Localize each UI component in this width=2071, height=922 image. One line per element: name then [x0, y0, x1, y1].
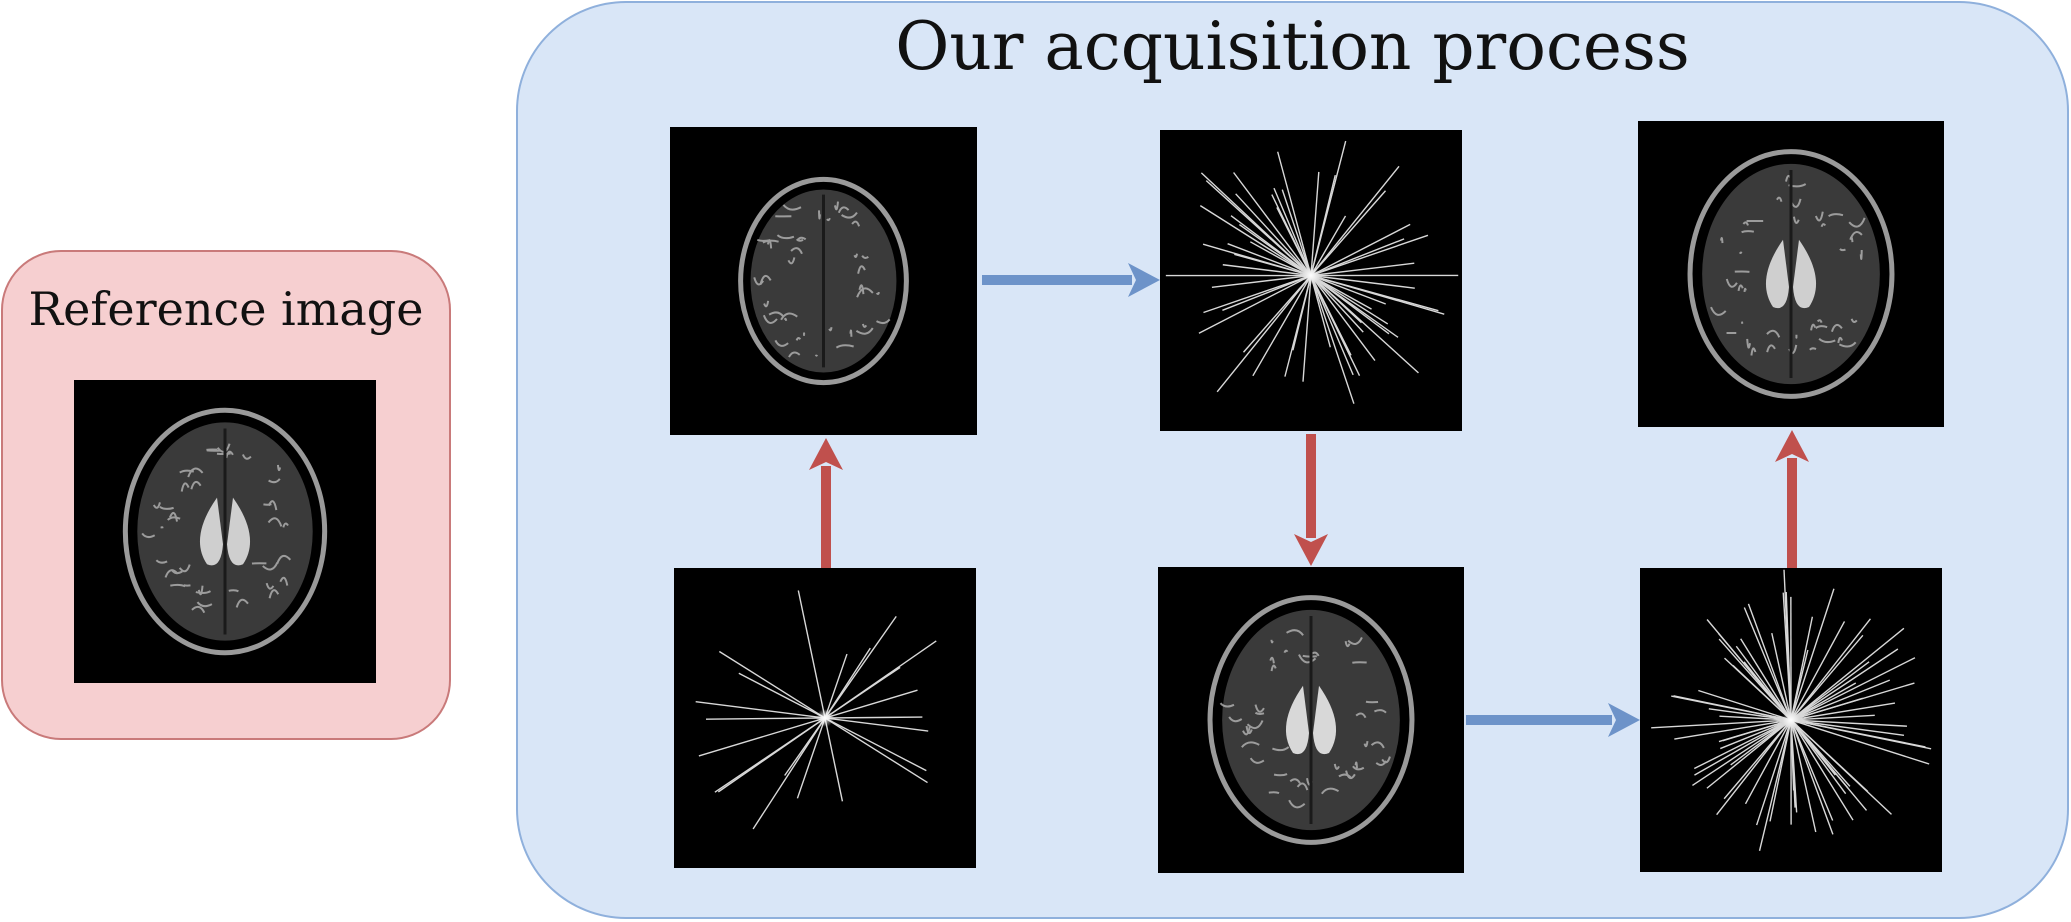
arrow-head — [1128, 263, 1160, 297]
arrow-head — [1608, 703, 1640, 737]
right-ventricle — [1313, 685, 1337, 755]
kspace-center — [1782, 711, 1800, 729]
red-arrow-up-right — [1775, 430, 1809, 568]
skull-outline — [1207, 595, 1415, 845]
reconstructed-brain-top-right — [1638, 121, 1944, 427]
red-arrow-down-middle — [1294, 434, 1328, 566]
reference-title: Reference image — [28, 282, 424, 336]
skull-outline — [738, 176, 909, 386]
reference-brain-mri — [74, 380, 376, 683]
blue-arrow-bottom — [1466, 703, 1640, 737]
kspace-center — [816, 709, 834, 727]
kspace-spokes — [1165, 140, 1459, 404]
arrow-head — [1775, 430, 1809, 462]
brain-gyri — [141, 443, 292, 614]
arrow-head — [1294, 534, 1328, 566]
kspace-radial-bottom-left — [674, 568, 976, 868]
kspace-center — [1302, 266, 1320, 285]
red-arrow-up-left — [809, 438, 843, 568]
right-ventricle — [1793, 239, 1817, 309]
acquired-brain-top-left — [670, 127, 977, 435]
brain-gyri — [1710, 174, 1866, 356]
left-ventricle — [199, 497, 223, 566]
kspace-radial-top-middle — [1160, 130, 1462, 431]
brain-gyri — [1219, 629, 1391, 809]
left-ventricle — [1285, 685, 1309, 755]
acquired-brain-bottom-middle — [1158, 567, 1464, 873]
left-ventricle — [1765, 239, 1789, 309]
brain-gyri — [753, 201, 891, 358]
skull-outline — [1687, 149, 1895, 399]
skull-outline — [122, 407, 328, 656]
right-ventricle — [227, 497, 251, 566]
kspace-spokes — [1651, 569, 1932, 851]
arrow-head — [809, 438, 843, 470]
acquisition-title: Our acquisition process — [895, 8, 1690, 85]
blue-arrow-top — [982, 263, 1160, 297]
kspace-radial-bottom-right — [1640, 568, 1942, 872]
